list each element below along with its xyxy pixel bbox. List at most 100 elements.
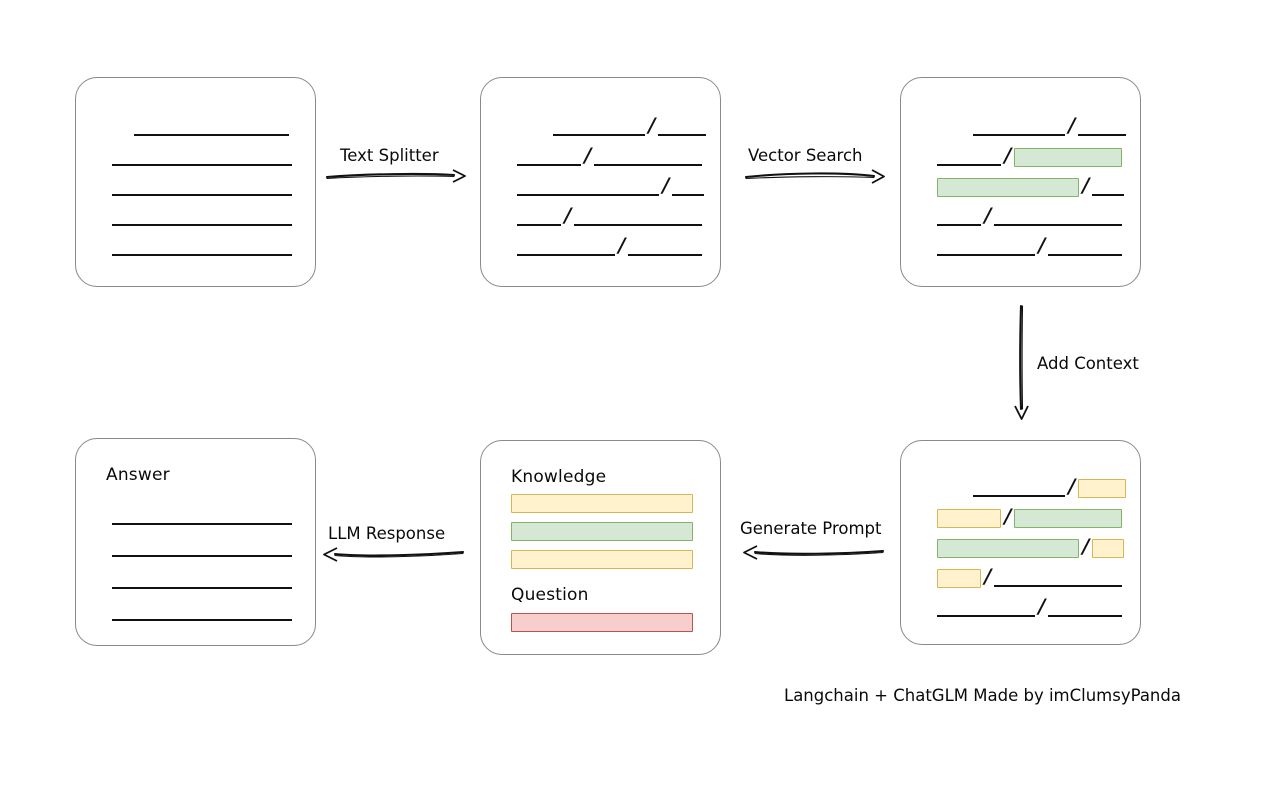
segment-separator: /	[1082, 534, 1090, 558]
text-segment	[672, 178, 705, 196]
text-row: /	[937, 235, 1123, 256]
text-segment	[112, 148, 292, 166]
segment-separator: /	[1038, 594, 1046, 618]
text-row: /	[937, 534, 1125, 558]
highlight-segment-green	[937, 538, 1079, 558]
segment-separator: /	[984, 203, 992, 227]
source-document-rows	[76, 78, 315, 286]
text-row: /	[937, 203, 1123, 227]
highlight-segment-yellow	[1092, 538, 1125, 558]
text-row: /	[517, 143, 703, 167]
prompt-box[interactable]: Knowledge Question	[480, 440, 721, 655]
text-row: /	[517, 173, 705, 197]
text-row: /	[937, 504, 1123, 528]
question-label: Question	[511, 585, 589, 605]
segment-separator: /	[648, 113, 656, 137]
text-segment	[574, 208, 703, 226]
segment-separator: /	[1004, 504, 1012, 528]
text-segment	[937, 148, 1001, 166]
text-segment	[1078, 118, 1127, 136]
answer-title: Answer	[106, 465, 170, 485]
segment-separator: /	[564, 203, 572, 227]
text-segment	[937, 208, 981, 226]
segment-separator: /	[1082, 173, 1090, 197]
edge-vector-search-label: Vector Search	[748, 146, 863, 165]
highlight-segment-green	[1014, 147, 1123, 167]
split-chunks-box[interactable]: / / / / /	[480, 77, 721, 287]
text-row: /	[553, 113, 707, 137]
text-segment	[517, 178, 659, 196]
text-segment	[517, 238, 615, 256]
source-document-box[interactable]	[75, 77, 316, 287]
text-row: /	[937, 564, 1123, 588]
footer-attribution: Langchain + ChatGLM Made by imClumsyPand…	[784, 686, 1181, 705]
text-segment	[112, 571, 292, 589]
text-row	[112, 178, 292, 196]
text-segment	[112, 603, 292, 621]
text-row	[112, 208, 292, 226]
text-segment	[1092, 178, 1125, 196]
text-segment	[937, 238, 1035, 256]
text-segment	[594, 148, 703, 166]
answer-box[interactable]: Answer	[75, 438, 316, 646]
text-segment	[994, 208, 1123, 226]
text-segment	[112, 178, 292, 196]
highlight-segment-yellow	[937, 568, 981, 588]
text-segment	[112, 539, 292, 557]
text-row	[134, 118, 289, 136]
text-row: /	[973, 474, 1127, 498]
context-chunks-box[interactable]: / / / / /	[900, 440, 1141, 645]
text-segment	[973, 479, 1065, 497]
split-chunks-rows: / / / / /	[481, 78, 720, 286]
edge-llm-response	[322, 547, 465, 563]
text-row: /	[517, 233, 703, 257]
edge-generate-prompt	[742, 545, 885, 561]
text-segment	[517, 208, 561, 226]
text-segment	[658, 118, 707, 136]
text-segment	[112, 208, 292, 226]
text-segment	[112, 238, 292, 256]
text-segment	[134, 118, 289, 136]
answer-rows	[76, 439, 315, 645]
matched-chunks-box[interactable]: / / / / /	[900, 77, 1141, 287]
segment-separator: /	[1068, 474, 1076, 498]
text-row	[112, 148, 292, 166]
segment-separator: /	[618, 233, 626, 257]
segment-separator: /	[584, 143, 592, 167]
edge-add-context-label: Add Context	[1037, 354, 1139, 373]
text-row: /	[937, 145, 1123, 167]
text-row	[112, 571, 292, 589]
content-bar-yellow	[511, 550, 693, 569]
segment-separator: /	[1068, 113, 1076, 137]
text-segment	[1048, 599, 1123, 617]
text-row	[112, 603, 292, 621]
text-segment	[628, 238, 703, 256]
text-segment	[1048, 238, 1123, 256]
content-bar-yellow	[511, 494, 693, 513]
edge-generate-prompt-label: Generate Prompt	[740, 519, 882, 538]
text-segment	[517, 148, 581, 166]
edge-text-splitter	[325, 168, 466, 184]
text-row: /	[973, 113, 1127, 137]
edge-text-splitter-label: Text Splitter	[340, 146, 439, 165]
text-row: /	[937, 173, 1125, 197]
text-segment	[994, 569, 1123, 587]
highlight-segment-green	[937, 177, 1079, 197]
text-row: /	[517, 203, 703, 227]
text-row	[112, 238, 292, 256]
text-segment	[112, 507, 292, 525]
edge-add-context	[1012, 304, 1032, 420]
text-segment	[553, 118, 645, 136]
segment-separator: /	[984, 564, 992, 588]
highlight-segment-yellow	[1078, 478, 1127, 498]
content-bar-green	[511, 522, 693, 541]
segment-separator: /	[662, 173, 670, 197]
content-bar-red	[511, 613, 693, 632]
matched-chunks-rows: / / / / /	[901, 78, 1140, 286]
text-segment	[937, 599, 1035, 617]
knowledge-label: Knowledge	[511, 467, 607, 487]
highlight-segment-green	[1014, 508, 1123, 528]
text-segment	[973, 118, 1065, 136]
context-chunks-rows: / / / / /	[901, 441, 1140, 644]
